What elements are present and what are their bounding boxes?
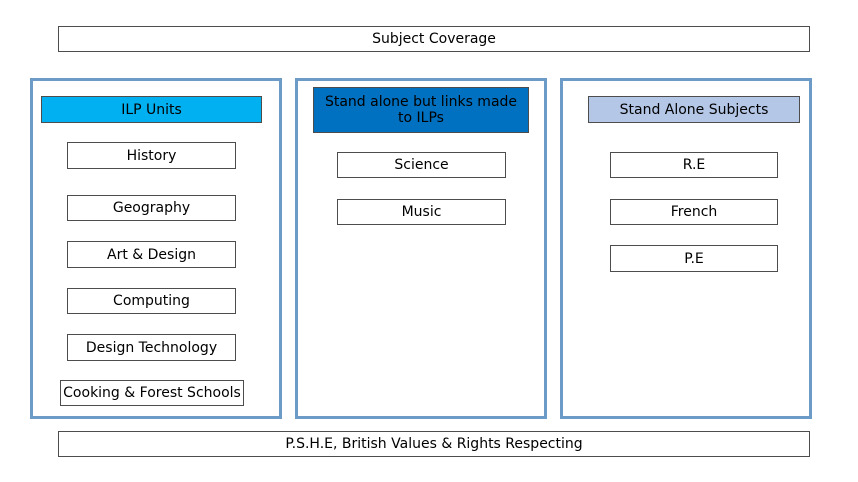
subject-music: Music	[337, 199, 506, 225]
linked-standalone-panel	[295, 78, 547, 419]
subject-design-technology: Design Technology	[67, 334, 236, 361]
standalone-subjects-heading: Stand Alone Subjects	[588, 96, 800, 123]
subject-science: Science	[337, 152, 506, 178]
subject-pe: P.E	[610, 245, 778, 272]
subject-art-design: Art & Design	[67, 241, 236, 268]
subject-history: History	[67, 142, 236, 169]
pshe-values-footer: P.S.H.E, British Values & Rights Respect…	[58, 431, 810, 457]
subject-geography: Geography	[67, 195, 236, 221]
subject-french: French	[610, 199, 778, 225]
subject-cooking-forest-schools: Cooking & Forest Schools	[60, 380, 244, 406]
subject-re: R.E	[610, 152, 778, 178]
subject-computing: Computing	[67, 288, 236, 314]
ilp-units-heading: ILP Units	[41, 96, 262, 123]
subject-coverage-title: Subject Coverage	[58, 26, 810, 52]
linked-standalone-heading: Stand alone but links made to ILPs	[313, 87, 529, 133]
